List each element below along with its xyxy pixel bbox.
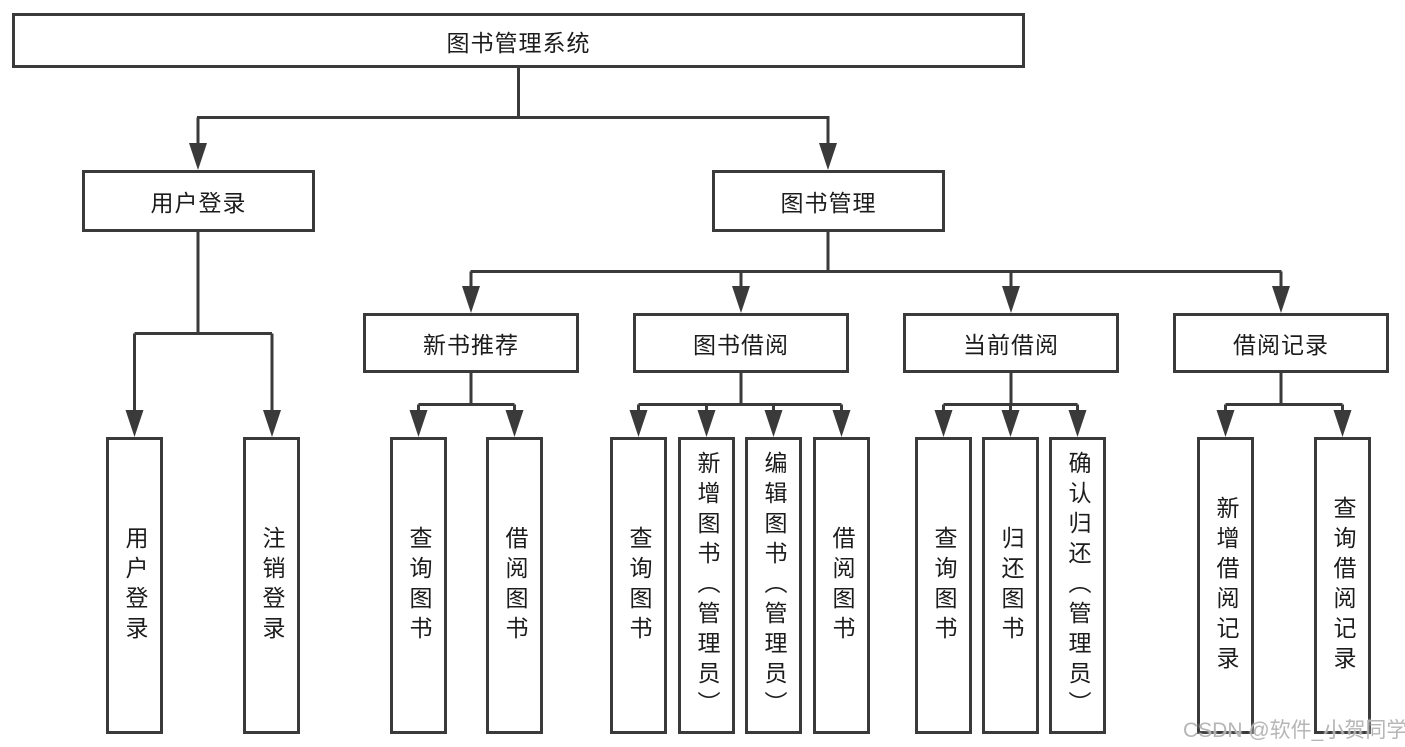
node-leaf-logout: 注销登录 (243, 437, 300, 734)
arrowhead (764, 410, 783, 437)
connector-login-to-leaves (133, 232, 274, 413)
node-label: 查询借阅记录 (1330, 495, 1356, 676)
node-label: 用户登录 (122, 525, 148, 646)
node-root: 图书管理系统 (12, 13, 1025, 68)
node-leaf-borrow-books-recommend: 借阅图书 (486, 437, 543, 734)
arrowhead (1068, 410, 1087, 437)
connector-sections-stubs (469, 373, 1283, 405)
connector-mgmt-to-sections (469, 232, 1283, 289)
node-label: 查询图书 (406, 525, 432, 646)
node-leaf-borrow-books: 借阅图书 (813, 437, 870, 734)
arrowhead (832, 410, 851, 437)
watermark-text: CSDN @软件_小贺同学 (1183, 719, 1405, 742)
node-label: 图书借阅 (693, 332, 789, 358)
node-branch-user-login: 用户登录 (82, 170, 315, 232)
node-label: 用户登录 (150, 190, 247, 216)
arrowhead (697, 410, 716, 437)
node-leaf-add-borrow-record: 新增借阅记录 (1197, 437, 1254, 734)
node-section-current-borrow: 当前借阅 (903, 313, 1119, 373)
node-label: 借阅图书 (829, 525, 855, 646)
connector-recommend-group (417, 403, 516, 413)
arrowhead (934, 410, 953, 437)
connector-records-group (1224, 403, 1344, 413)
arrowhead (125, 410, 144, 437)
node-section-new-book-recommend: 新书推荐 (363, 313, 579, 373)
arrowhead (263, 410, 281, 437)
node-label: 当前借阅 (963, 332, 1059, 358)
node-label: 查询图书 (931, 525, 957, 646)
node-label: 查询图书 (626, 525, 652, 646)
arrowhead (1001, 410, 1020, 437)
node-label: 注销登录 (259, 525, 285, 646)
node-label: 新增图书（管理员） (694, 450, 720, 721)
arrowhead (629, 410, 648, 437)
arrowhead (819, 143, 837, 170)
arrowhead (1333, 410, 1352, 437)
node-label: 编辑图书（管理员） (761, 450, 787, 721)
node-branch-book-management: 图书管理 (712, 170, 945, 232)
node-label: 新书推荐 (423, 332, 519, 358)
arrowhead (1002, 286, 1020, 313)
node-label: 图书管理 (780, 190, 877, 216)
connector-root-to-branches (196, 68, 830, 146)
node-leaf-confirm-return-admin: 确认归还（管理员） (1049, 437, 1106, 734)
node-leaf-query-books-current: 查询图书 (915, 437, 972, 734)
connector-borrow-group (637, 403, 843, 413)
arrowhead (409, 410, 428, 437)
arrowhead (732, 286, 750, 313)
node-label: 新增借阅记录 (1213, 495, 1239, 676)
arrowhead (462, 286, 480, 313)
node-label: 图书管理系统 (446, 29, 591, 56)
node-label: 借阅图书 (502, 525, 528, 646)
node-leaf-query-borrow-record: 查询借阅记录 (1314, 437, 1371, 734)
node-leaf-return-books: 归还图书 (982, 437, 1039, 734)
node-section-book-borrow: 图书借阅 (633, 313, 849, 373)
connector-current-group (942, 403, 1079, 413)
node-leaf-edit-books-admin: 编辑图书（管理员） (745, 437, 802, 734)
node-leaf-user-login: 用户登录 (106, 437, 163, 734)
arrowhead (505, 410, 524, 437)
node-leaf-query-books-recommend: 查询图书 (390, 437, 447, 734)
arrowhead (1272, 286, 1290, 313)
node-label: 归还图书 (998, 525, 1024, 646)
node-label: 确认归还（管理员） (1065, 450, 1091, 721)
node-label: 借阅记录 (1233, 332, 1329, 358)
arrowhead (189, 143, 207, 170)
node-leaf-query-books-borrow: 查询图书 (610, 437, 667, 734)
arrowhead (1216, 410, 1235, 437)
node-leaf-add-books-admin: 新增图书（管理员） (678, 437, 735, 734)
node-section-borrow-records: 借阅记录 (1173, 313, 1389, 373)
